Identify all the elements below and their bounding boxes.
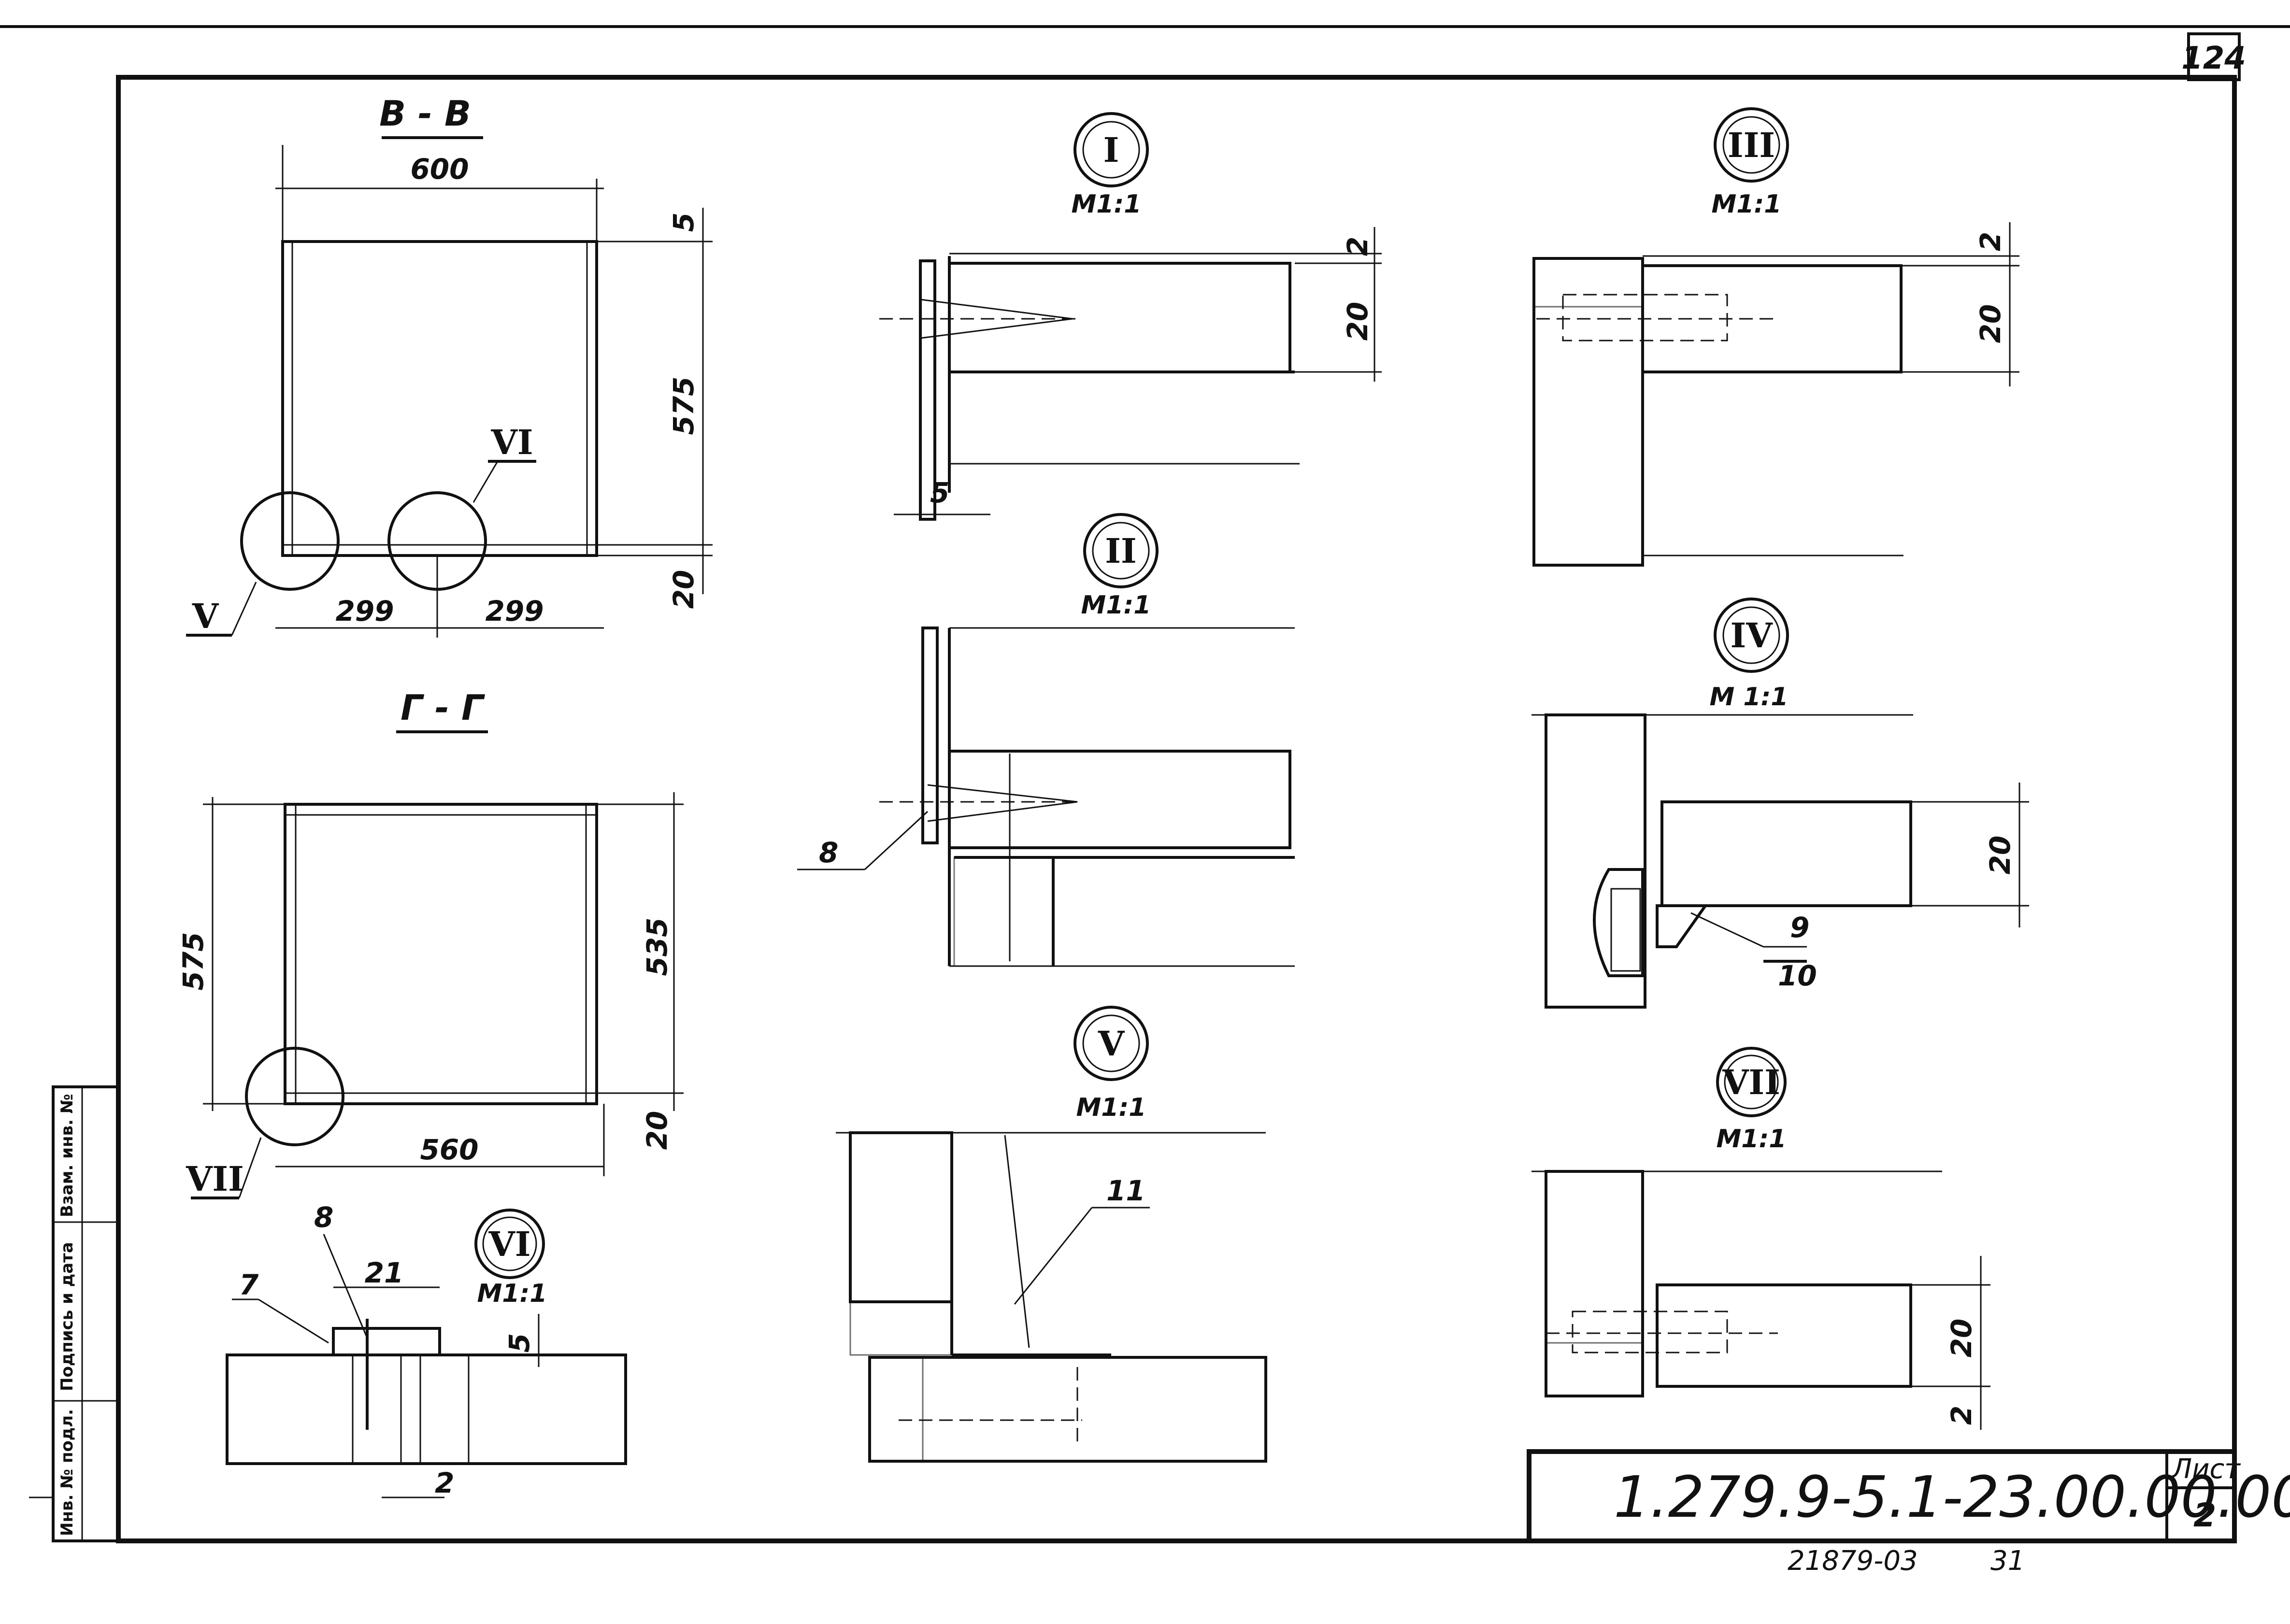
detail-ii: II М1:1 8 xyxy=(797,513,1295,967)
detail-vi-dim-2: 2 xyxy=(435,1467,454,1499)
detail-ii-leader-8: 8 xyxy=(819,836,838,869)
callout-vi-label: VI xyxy=(490,422,533,462)
dim-535: 535 xyxy=(641,917,673,976)
callout-vii-label: VII xyxy=(186,1159,244,1199)
detail-iii-dim-2: 2 xyxy=(1974,232,2007,251)
dim-5: 5 xyxy=(667,213,700,232)
sheet-frame xyxy=(0,25,2290,1543)
detail-vii-dim-20: 20 xyxy=(1945,1319,1978,1358)
dim-20: 20 xyxy=(667,570,700,609)
callout-v-label: V xyxy=(192,596,219,636)
detail-vii-num: VII xyxy=(1722,1062,1780,1102)
detail-iv-leader-10: 10 xyxy=(1778,959,1817,992)
dim-20-gg: 20 xyxy=(641,1111,673,1150)
dim-299-right: 299 xyxy=(485,595,544,627)
callout-circle-vi xyxy=(387,491,487,591)
section-bb: В - В 600 299 299 575 5 20 V VI xyxy=(186,93,713,638)
detail-i-dim-20: 20 xyxy=(1341,302,1374,341)
detail-vi-leader-8: 8 xyxy=(314,1201,333,1234)
side-stamp: Инв. № подл. Подпись и дата Взам. инв. № xyxy=(57,1094,77,1536)
stamp-sign-label: Подпись и дата xyxy=(57,1242,77,1391)
sheet-label: Лист xyxy=(2171,1453,2241,1485)
detail-i: I М1:1 2 20 5 xyxy=(879,112,1382,521)
detail-vi-num: VI xyxy=(488,1224,530,1264)
dim-600: 600 xyxy=(410,153,469,185)
document-code: 1.279.9-5.1-23.00.00.00 СБ xyxy=(1614,1464,2290,1530)
detail-i-dim-5: 5 xyxy=(930,476,949,509)
detail-v: V М1:1 11 xyxy=(836,1006,1267,1463)
detail-iv-leader-9: 9 xyxy=(1790,911,1809,944)
detail-iv: IV М 1:1 20 9 10 xyxy=(1531,598,2029,1009)
detail-iv-scale: М 1:1 xyxy=(1709,683,1788,712)
detail-v-scale: М1:1 xyxy=(1076,1093,1146,1122)
archive-number: 21879-03 xyxy=(1788,1545,1918,1577)
detail-i-num: I xyxy=(1103,130,1119,170)
sheet-value: 2 xyxy=(2193,1496,2216,1535)
detail-ii-num: II xyxy=(1105,531,1137,571)
detail-iv-dim-20: 20 xyxy=(1984,836,2017,875)
detail-vi: VI М1:1 21 5 2 7 8 xyxy=(226,1201,627,1499)
detail-vi-scale: М1:1 xyxy=(477,1279,547,1308)
dim-575: 575 xyxy=(667,376,700,435)
detail-i-scale: М1:1 xyxy=(1072,190,1142,219)
detail-vii: VII М1:1 20 2 xyxy=(1531,1047,1990,1430)
detail-iv-num: IV xyxy=(1730,615,1773,655)
detail-iii: III М1:1 2 20 xyxy=(1532,107,2019,567)
section-bb-title: В - В xyxy=(379,93,471,134)
stamp-inv-label: Инв. № подл. xyxy=(57,1409,77,1536)
detail-iii-num: III xyxy=(1728,125,1775,165)
detail-vi-dim-5: 5 xyxy=(503,1333,536,1353)
detail-iii-dim-20: 20 xyxy=(1974,304,2007,343)
detail-v-leader-11: 11 xyxy=(1106,1174,1145,1207)
detail-i-dim-2: 2 xyxy=(1341,237,1374,256)
detail-v-num: V xyxy=(1098,1024,1125,1064)
page-number: 124 xyxy=(2181,41,2246,76)
detail-vii-dim-2: 2 xyxy=(1945,1406,1978,1425)
detail-iii-scale: М1:1 xyxy=(1712,190,1782,219)
dim-560: 560 xyxy=(420,1133,478,1166)
callout-circle-v xyxy=(240,491,340,591)
section-gg: Г - Г 575 535 20 560 VII xyxy=(177,687,684,1199)
detail-vii-scale: М1:1 xyxy=(1717,1125,1787,1154)
dim-299-left: 299 xyxy=(335,595,394,627)
detail-ii-scale: М1:1 xyxy=(1081,591,1151,620)
callout-circle-vii xyxy=(245,1047,344,1146)
archive-suffix: 31 xyxy=(1990,1545,2025,1577)
dim-575-left: 575 xyxy=(177,932,210,990)
section-gg-title: Г - Г xyxy=(401,687,486,728)
title-block xyxy=(1527,1449,2237,1543)
detail-vi-leader-7: 7 xyxy=(239,1268,259,1301)
stamp-replace-label: Взам. инв. № xyxy=(57,1094,77,1217)
detail-vi-dim-21: 21 xyxy=(365,1256,404,1289)
